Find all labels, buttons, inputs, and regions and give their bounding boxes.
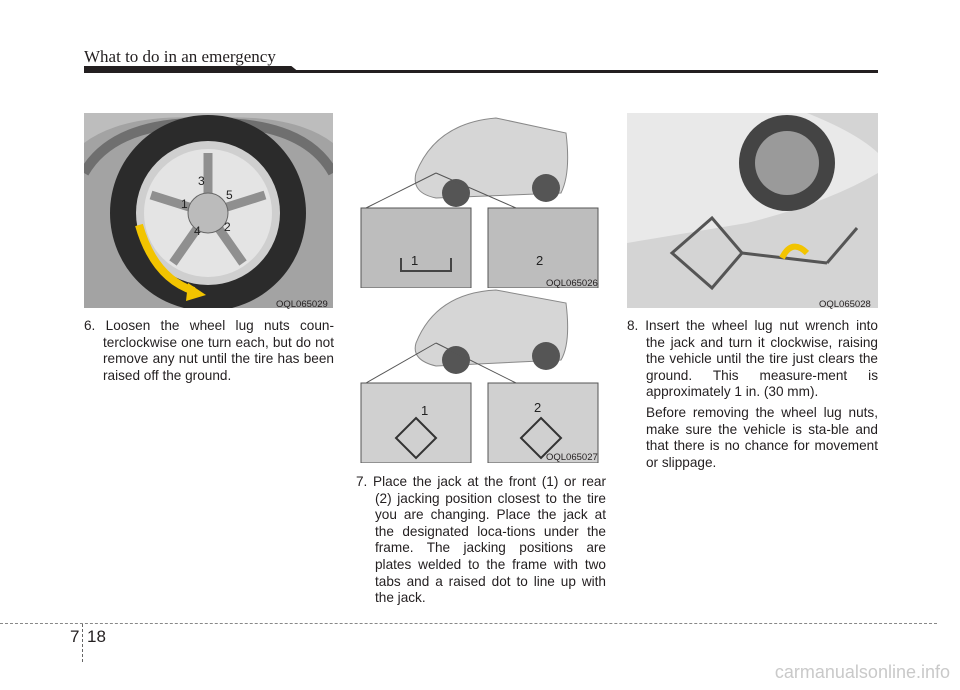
chapter-number: 7 [70,627,80,646]
header-rule [84,70,878,73]
page-header-title: What to do in an emergency [84,47,276,66]
step-6: 6. Loosen the wheel lug nuts coun-terclo… [84,318,334,384]
lug-label: 2 [224,220,231,234]
jack-position-label: 1 [421,403,428,418]
jack-position-label: 1 [411,253,418,268]
figure-code: OQL065027 [546,452,598,463]
wheel-illustration: 3 5 1 4 2 [84,113,333,308]
header-tab-bar [84,66,300,73]
figure-code: OQL065028 [819,299,871,310]
page-separator [82,624,83,662]
lug-label: 3 [198,174,205,188]
step-number: 6. [84,318,96,333]
step-text: Loosen the wheel lug nuts coun-terclockw… [103,318,334,383]
jack-wrench-illustration [627,113,878,308]
jack-placement-illustration: 1 2 [356,288,605,463]
jack-position-label: 2 [536,253,543,268]
step-text: Insert the wheel lug nut wrench into the… [645,318,878,400]
step-7: 7. Place the jack at the front (1) or re… [356,474,606,607]
footer-rule [0,623,937,624]
step-text: Place the jack at the front (1) or rear … [373,474,606,606]
lug-label: 1 [181,197,188,211]
step-number: 7. [356,474,368,489]
watermark: carmanualsonline.info [774,662,950,682]
jack-position-label: 2 [534,400,541,415]
step-8: 8. Insert the wheel lug nut wrench into … [627,318,878,471]
jacking-position-illustration: 1 2 [356,113,605,288]
figure-code: OQL065029 [276,299,328,310]
page-number: 18 [87,627,106,646]
lug-label: 5 [226,188,233,202]
lug-label: 4 [194,224,201,238]
step-note: Before removing the wheel lug nuts, make… [646,404,878,470]
step-number: 8. [627,318,639,333]
figure-code: OQL065026 [546,278,598,289]
